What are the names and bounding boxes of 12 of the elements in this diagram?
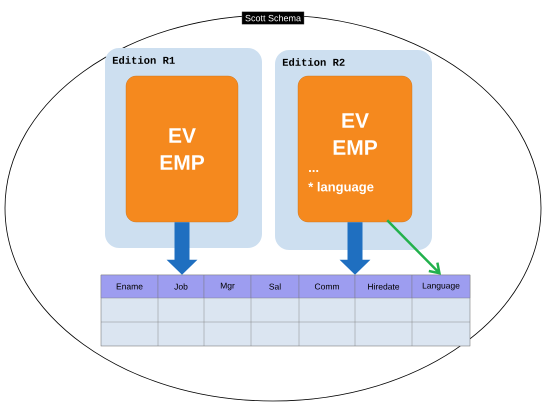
header-cell: Ename [100,274,158,298]
header-cell: Language [412,274,470,298]
title-tag: Scott Schema [242,12,304,24]
header-cell: Sal [250,274,300,298]
arrow [386,219,441,275]
entity-box: EV EMP [126,76,238,222]
header-cell: Comm [298,274,356,298]
schema-ellipse [4,14,542,402]
header-cell: Mgr [204,274,252,298]
header-cell: Hiredate [354,274,412,298]
header-cell: Job [158,274,204,298]
entity-box: EV EMP ... * language [298,76,412,222]
